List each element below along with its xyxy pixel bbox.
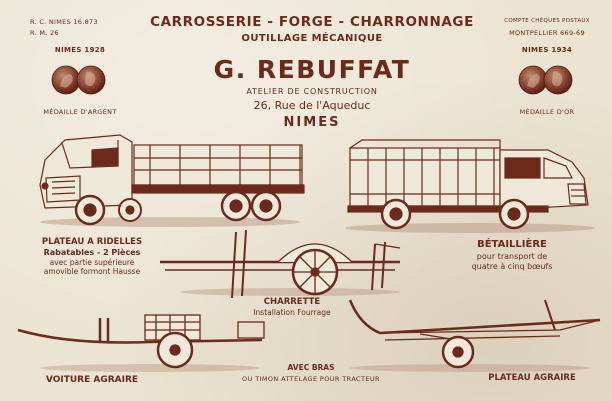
plateau-line1: Rabatables - 2 Pièces	[43, 248, 141, 257]
medal-gold-icon	[518, 65, 573, 95]
postal-account-label: COMPTE CHÈQUES POSTAUX	[504, 18, 590, 24]
headline: CARROSSERIE - FORGE - CHARRONNAGE	[150, 14, 474, 30]
registration-rc: R. C. NIMES 16.873	[30, 18, 98, 26]
livestock-truck-icon	[345, 139, 595, 233]
voiture-title: VOITURE AGRAIRE	[45, 375, 139, 385]
subheadline: OUTILLAGE MÉCANIQUE	[241, 33, 383, 44]
registration-rm: R. M. 26	[30, 29, 59, 37]
address: 26, Rue de l'Aqueduc	[253, 99, 371, 112]
medal-silver-icon	[51, 65, 106, 95]
betail-title: BÉTAILLIÈRE	[477, 239, 547, 250]
medal-left-year: NIMES 1928	[54, 46, 106, 54]
plateau-line3: amovible formont Hausse	[43, 267, 141, 276]
city: NIMES	[283, 115, 341, 130]
medal-right-year: NIMES 1934	[521, 46, 573, 54]
farm-wagon-icon	[17, 314, 265, 372]
medal-left-label: MÉDAILLE D'ARGENT	[43, 108, 117, 116]
charrette-line1: Installation Fourrage	[253, 308, 331, 317]
flatbed-truck-icon	[39, 134, 305, 227]
medal-right-label: MÉDAILLE D'OR	[519, 108, 575, 116]
tagline: ATELIER DE CONSTRUCTION	[246, 87, 378, 96]
farm-platform-icon	[348, 299, 601, 372]
company-name: G. REBUFFAT	[213, 55, 411, 84]
betail-line2: quatre à cinq bœufs	[471, 262, 553, 271]
plateau-line2: avec partie supérieure	[49, 258, 135, 267]
plateau-title: PLATEAU A RIDELLES	[41, 237, 143, 247]
betail-line1: pour transport de	[476, 252, 548, 261]
bras-title: AVEC BRAS	[287, 363, 335, 372]
charrette-title: CHARRETTE	[263, 297, 321, 307]
postal-account-number: MONTPELLIER 669-69	[509, 29, 585, 37]
plateau-agraire-title: PLATEAU AGRAIRE	[488, 373, 576, 383]
bras-line1: OU TIMON ATTELAGE POUR TRACTEUR	[242, 375, 380, 383]
hay-cart-icon	[160, 229, 401, 299]
